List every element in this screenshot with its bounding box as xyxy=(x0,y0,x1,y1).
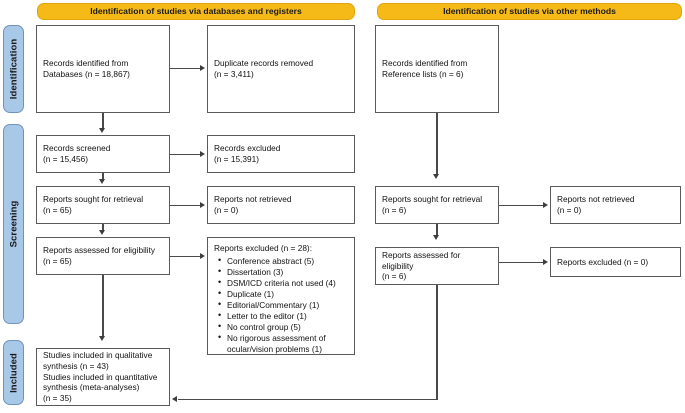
box-reports-excluded-reasons: Reports excluded (n = 28): Conference ab… xyxy=(207,237,355,355)
exclusion-reason: Editorial/Commentary (1) xyxy=(218,299,348,310)
connector-right-assessed-left-to-included xyxy=(178,399,437,401)
box-records-screened: Records screened (n = 15,456) xyxy=(36,135,170,173)
arrowhead-screened-to-sought xyxy=(99,179,106,184)
arrowhead-right-sought-to-assessed xyxy=(433,235,440,240)
right-reports-excluded-line1: Reports excluded (n = 0) xyxy=(557,256,649,267)
records-excluded-line2: (n = 15,391) xyxy=(214,154,259,164)
reports-assessed-left-line1: Reports assessed for eligibility xyxy=(43,245,156,256)
connector-identified-to-screened xyxy=(102,113,104,130)
banner-databases-label: Identification of studies via databases … xyxy=(90,5,302,16)
exclusion-reason: Duplicate (1) xyxy=(218,288,348,299)
box-records-excluded: Records excluded (n = 15,391) xyxy=(207,135,355,173)
box-reports-assessed-eligibility-left: Reports assessed for eligibility (n = 65… xyxy=(36,237,170,275)
box-reports-not-retrieved-left: Reports not retrieved (n = 0) xyxy=(207,186,355,224)
reports-excluded-reason-list: Conference abstract (5) Dissertation (3)… xyxy=(214,255,348,355)
phase-pill-included: Included xyxy=(3,340,24,405)
included-quantitative-line2: synthesis (meta-analyses) xyxy=(43,382,140,393)
phase-label-identification: Identification xyxy=(8,38,19,100)
right-records-identified-line2: Reference lists (n = 6) xyxy=(382,69,464,79)
right-reports-sought-line1: Reports sought for retrieval xyxy=(382,194,483,205)
duplicates-removed-line2: (n = 3,411) xyxy=(214,69,254,79)
phase-label-included: Included xyxy=(8,352,19,393)
exclusion-reason: No control group (5) xyxy=(218,321,348,332)
box-studies-included: Studies included in qualitative synthesi… xyxy=(36,348,170,406)
reports-sought-left-line1: Reports sought for retrieval xyxy=(43,194,144,205)
box-reports-sought-retrieval-right: Reports sought for retrieval (n = 6) xyxy=(375,186,499,224)
arrowhead-identified-to-screened xyxy=(99,128,106,133)
right-reports-assessed-line1: Reports assessed for eligibility xyxy=(382,249,463,271)
box-duplicate-records-removed: Duplicate records removed (n = 3,411) xyxy=(207,25,355,113)
arrowhead-right-sought-to-not-retrieved xyxy=(543,201,548,208)
box-reports-not-retrieved-right: Reports not retrieved (n = 0) xyxy=(550,186,681,224)
included-quantitative-line1: Studies included in quantitative xyxy=(43,371,158,382)
records-excluded-line1: Records excluded xyxy=(214,143,281,154)
arrowhead-right-assessed-to-excluded xyxy=(543,258,548,265)
connector-right-sought-to-not-retrieved xyxy=(499,205,544,207)
box-reports-excluded-right: Reports excluded (n = 0) xyxy=(550,247,681,277)
exclusion-reason: Conference abstract (5) xyxy=(218,255,348,266)
connector-assessed-to-included xyxy=(102,275,104,337)
arrowhead-sought-to-not-retrieved xyxy=(200,201,205,208)
arrowhead-identified-to-duplicates xyxy=(200,64,205,71)
reports-assessed-left-line2: (n = 65) xyxy=(43,256,72,266)
banner-other-methods: Identification of studies via other meth… xyxy=(377,3,682,20)
connector-assessed-to-excluded-reasons xyxy=(170,256,202,258)
connector-right-assessed-to-excluded xyxy=(499,262,544,264)
reports-not-retrieved-left-line1: Reports not retrieved xyxy=(214,194,292,205)
reports-excluded-heading: Reports excluded (n = 28): xyxy=(214,243,313,253)
right-reports-not-retrieved-line1: Reports not retrieved xyxy=(557,194,635,205)
arrowhead-right-identified-to-sought xyxy=(433,174,440,179)
connector-screened-to-sought xyxy=(102,173,104,181)
phase-label-screening: Screening xyxy=(8,200,19,248)
phase-pill-screening: Screening xyxy=(3,124,24,324)
included-qualitative-line2: synthesis (n = 43) xyxy=(43,360,109,371)
records-identified-line1: Records identified from xyxy=(43,58,129,69)
included-qualitative-line1: Studies included in qualitative xyxy=(43,349,153,360)
connector-right-identified-to-sought xyxy=(436,113,438,175)
phase-pill-identification: Identification xyxy=(3,25,24,113)
box-reports-assessed-eligibility-right: Reports assessed for eligibility (n = 6) xyxy=(375,247,499,285)
reports-not-retrieved-left-line2: (n = 0) xyxy=(214,205,239,215)
arrowhead-assessed-to-excluded-reasons xyxy=(200,252,205,259)
connector-sought-to-assessed xyxy=(102,224,104,232)
records-screened-line1: Records screened xyxy=(43,143,111,154)
duplicates-removed-line1: Duplicate records removed xyxy=(214,58,314,69)
included-quantitative-line3: (n = 35) xyxy=(43,393,72,404)
exclusion-reason: DSM/ICD criteria not used (4) xyxy=(218,277,348,288)
exclusion-reason: Letter to the editor (1) xyxy=(218,310,348,321)
exclusion-reason: No rigorous assessment of ocular/vision … xyxy=(218,332,348,354)
right-reports-assessed-line2: (n = 6) xyxy=(382,271,407,282)
exclusion-reason: Not focused on ADHD (2) xyxy=(218,354,221,355)
box-records-identified-reference-lists: Records identified from Reference lists … xyxy=(375,25,499,113)
arrowhead-screened-to-excluded xyxy=(200,150,205,157)
banner-other-methods-label: Identification of studies via other meth… xyxy=(443,5,616,16)
records-identified-line2: Databases (n = 18,867) xyxy=(43,69,130,79)
connector-screened-to-excluded xyxy=(170,154,202,156)
right-reports-sought-line2: (n = 6) xyxy=(382,205,407,215)
arrowhead-assessed-to-included xyxy=(99,336,106,341)
box-records-identified-databases: Records identified from Databases (n = 1… xyxy=(36,25,170,113)
exclusion-reason: Dissertation (3) xyxy=(218,266,348,277)
box-reports-sought-retrieval-left: Reports sought for retrieval (n = 65) xyxy=(36,186,170,224)
records-screened-line2: (n = 15,456) xyxy=(43,154,88,164)
connector-right-sought-to-assessed xyxy=(436,224,438,236)
banner-databases-registers: Identification of studies via databases … xyxy=(37,3,355,20)
connector-right-assessed-down xyxy=(436,285,438,400)
arrowhead-sought-to-assessed xyxy=(99,230,106,235)
right-records-identified-line1: Records identified from xyxy=(382,58,468,69)
right-reports-not-retrieved-line2: (n = 0) xyxy=(557,205,582,215)
arrowhead-right-to-included xyxy=(172,395,177,402)
reports-sought-left-line2: (n = 65) xyxy=(43,205,72,215)
connector-identified-to-duplicates xyxy=(170,68,202,70)
connector-sought-to-not-retrieved xyxy=(170,205,202,207)
